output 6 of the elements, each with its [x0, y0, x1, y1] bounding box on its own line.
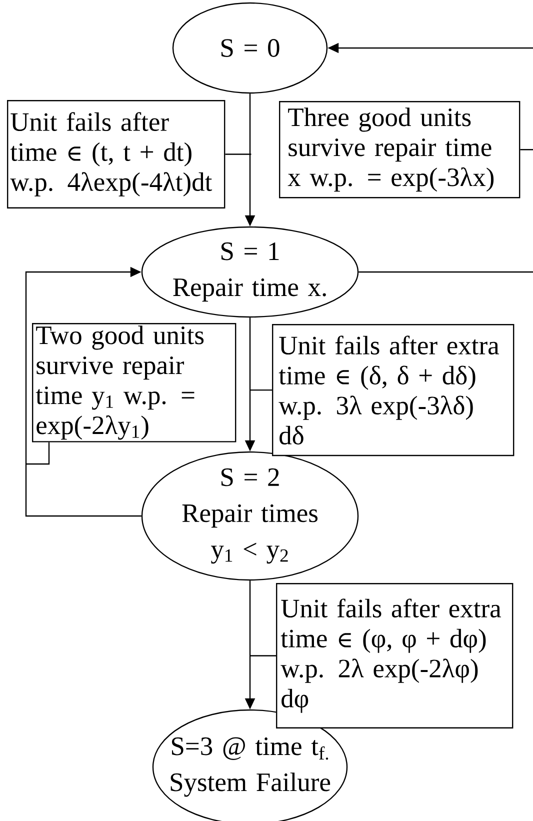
arrow: [25, 266, 142, 517]
edge-label: Unit fails after extra time ∈ (φ, φ + dφ) w.p. 2λ exp(-2λφ) dφ: [276, 583, 514, 728]
edge-label: Unit fails after extra time ∈ (δ, δ + dδ) w.p. 3λ exp(-3λδ) dδ: [272, 324, 514, 456]
edge-label: Three good units survive repair time x w.p. = exp(-3λx): [279, 101, 520, 198]
edge-label: Unit fails after time ∈ (t, t + dt) w.p. 4λexp(-4λt)dt: [7, 100, 226, 208]
edge-label: Two good units survive repair time y$_{1}$ w.p. = exp(-2λy$_{1}$): [32, 323, 236, 442]
